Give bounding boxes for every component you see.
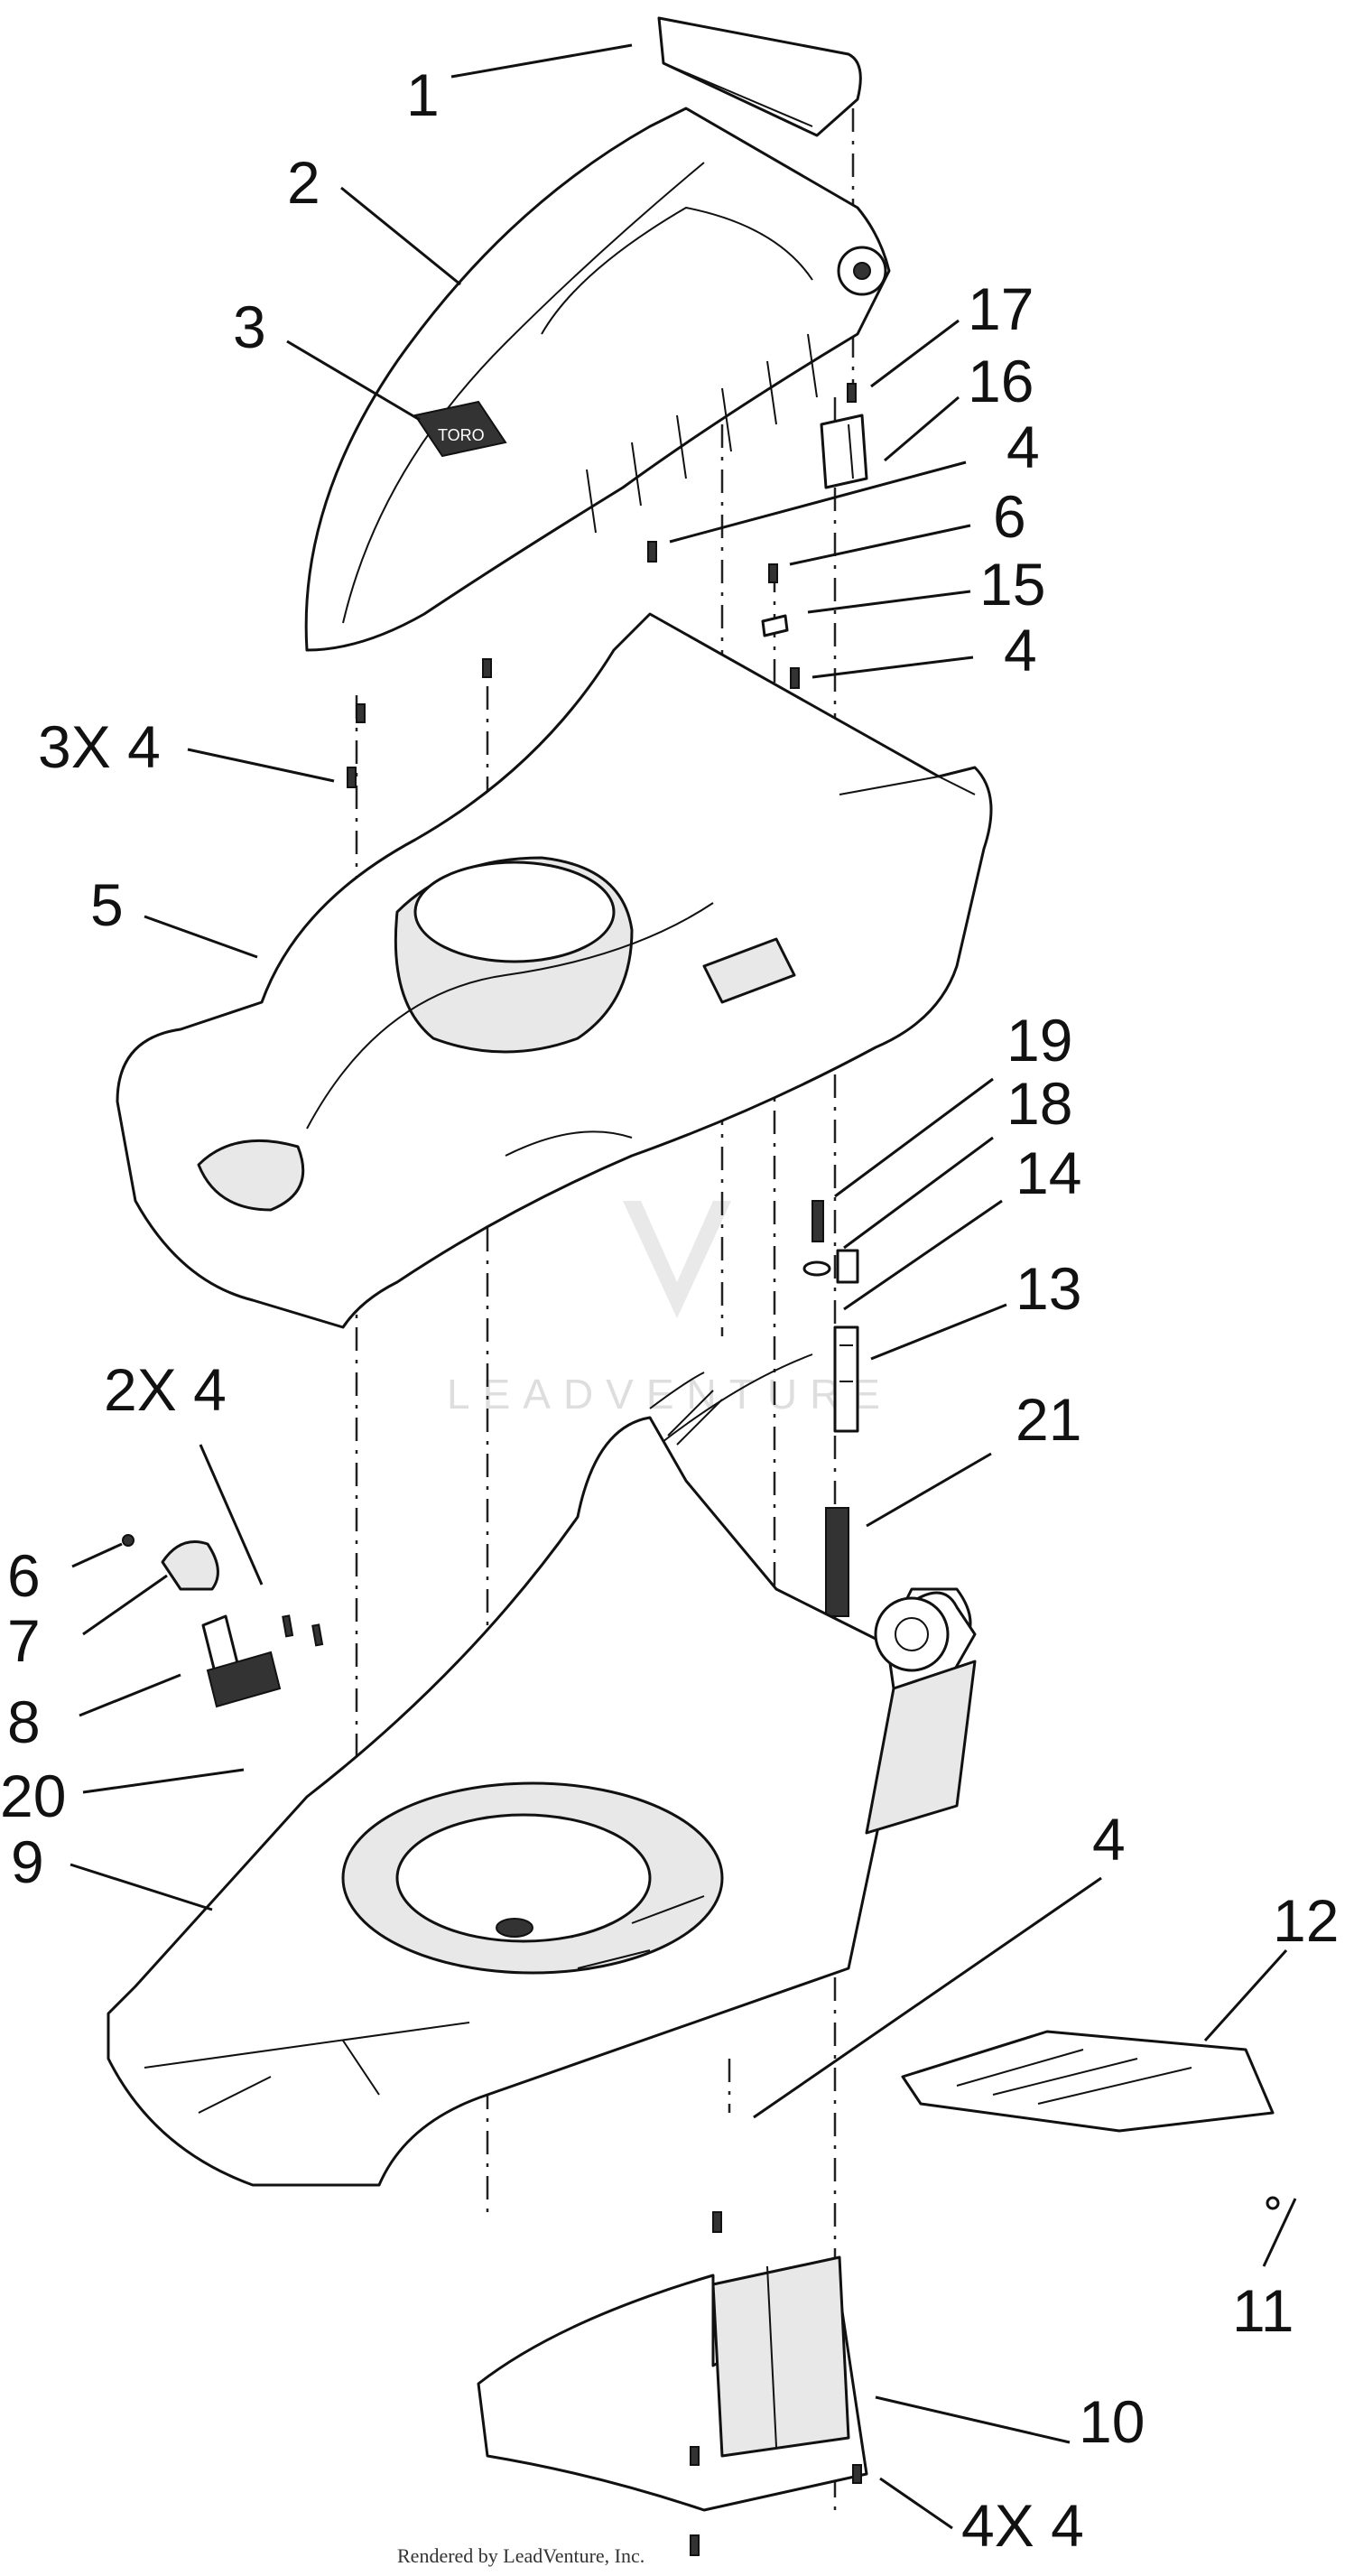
part-knob-lever <box>122 1534 324 1708</box>
part-handle <box>657 16 862 137</box>
callout-19: 19 <box>1006 1007 1072 1074</box>
part-16-bracket <box>820 414 868 489</box>
callout-6-a: 6 <box>993 483 1026 550</box>
part-chute <box>477 2211 868 2556</box>
part-housing <box>116 612 993 1329</box>
callout-7: 7 <box>7 1607 41 1674</box>
callout-6-b: 6 <box>7 1542 41 1609</box>
leader-lines <box>70 43 1297 2530</box>
callout-3x4: 3X 4 <box>38 713 161 780</box>
part-logo-badge: TORO <box>413 400 507 458</box>
callout-17: 17 <box>968 275 1034 342</box>
callout-10: 10 <box>1079 2388 1145 2455</box>
part-rear-flap <box>901 2030 1280 2210</box>
watermark-text: LEADVENTURE <box>447 1371 893 1418</box>
callout-4x4: 4X 4 <box>961 2492 1084 2559</box>
footer-credit: Rendered by LeadVenture, Inc. <box>397 2544 645 2567</box>
callout-4-c: 4 <box>1092 1806 1126 1873</box>
callout-1: 1 <box>406 61 440 128</box>
callout-18: 18 <box>1006 1070 1072 1137</box>
callout-16: 16 <box>968 348 1034 414</box>
callout-2x4: 2X 4 <box>104 1356 227 1423</box>
part-top-cover <box>304 107 891 652</box>
callout-14: 14 <box>1016 1139 1081 1206</box>
logo-text: TORO <box>438 426 485 444</box>
callout-9: 9 <box>11 1828 44 1895</box>
callout-20: 20 <box>0 1762 66 1829</box>
callout-labels: 1 2 3 17 16 4 6 15 4 3X 4 5 19 18 14 13 … <box>0 61 1339 2559</box>
part-spring-hardware <box>649 1200 859 1617</box>
callout-4-a: 4 <box>1006 414 1040 480</box>
screws-upper <box>347 383 857 788</box>
part-deck <box>107 1416 977 2187</box>
callout-11: 11 <box>1232 2277 1294 2344</box>
callout-15: 15 <box>979 551 1045 618</box>
callout-21: 21 <box>1016 1386 1081 1453</box>
callout-4-b: 4 <box>1004 617 1037 684</box>
callout-13: 13 <box>1016 1255 1081 1322</box>
callout-8: 8 <box>7 1688 41 1755</box>
callout-3: 3 <box>233 293 266 360</box>
watermark: LEADVENTURE <box>447 1201 893 1418</box>
callout-2: 2 <box>287 149 320 216</box>
callout-5: 5 <box>90 871 124 938</box>
callout-12: 12 <box>1273 1887 1339 1954</box>
